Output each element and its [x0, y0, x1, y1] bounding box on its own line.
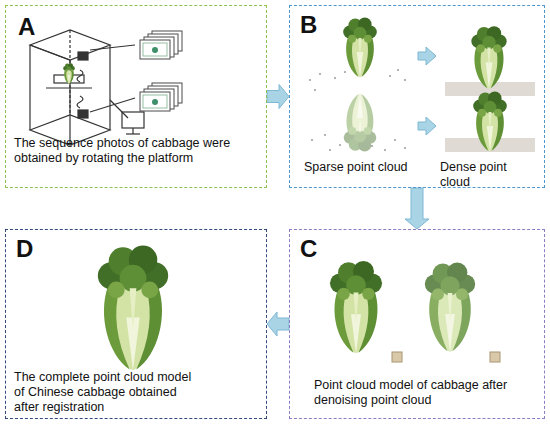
denoise-panel: C Point cloud model of cabbage after deno… [289, 229, 545, 419]
panel-letter: B [300, 12, 330, 38]
sparse-point-cloud [309, 69, 406, 151]
panel-caption: The complete point cloud model of Chines… [14, 370, 194, 415]
flow-arrow [405, 188, 429, 229]
panel-letter: D [16, 236, 46, 262]
panel-letter: A [18, 14, 48, 40]
flow-arrow [267, 312, 289, 336]
panel-caption: Sparse point cloud [304, 160, 424, 175]
panel-letter: C [300, 236, 330, 262]
photo-capture-panel: A The sequence photos of cabbage were obt… [5, 5, 267, 188]
registration-panel: D The complete point cloud model of Chine… [5, 229, 267, 419]
flow-arrow [267, 85, 289, 109]
panel-caption: Point cloud model of cabbage after denoi… [314, 378, 529, 408]
panel-caption: The sequence photos of cabbage were obta… [14, 136, 259, 166]
point-cloud-panel: B Sparse point cloud Dense point cloud [289, 5, 545, 188]
panel-caption: Dense point cloud [440, 160, 540, 190]
photo-platform [30, 30, 144, 145]
